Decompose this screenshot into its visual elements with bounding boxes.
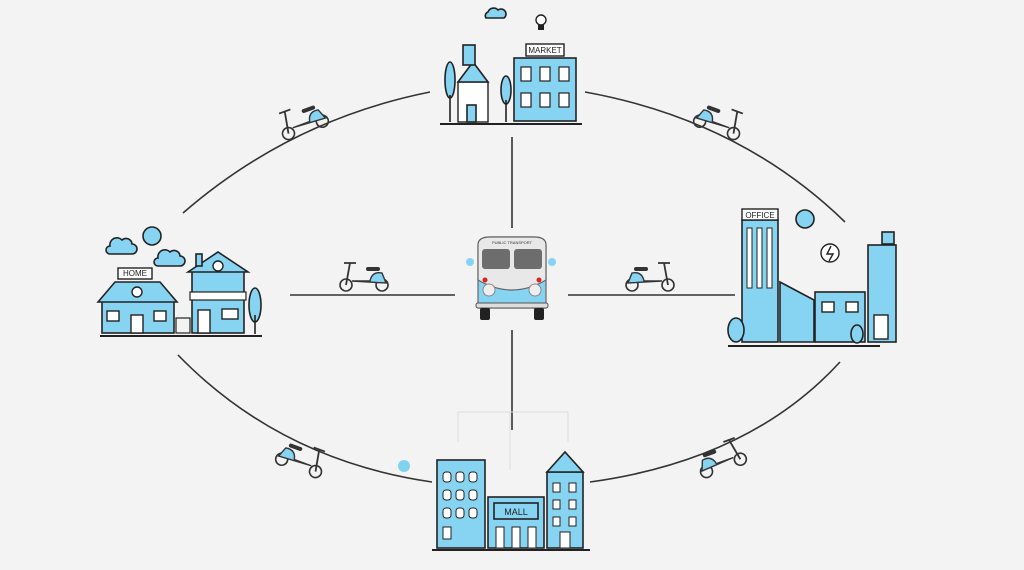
route-market-office xyxy=(584,91,846,223)
cloud-icon xyxy=(153,248,186,267)
lightning-icon xyxy=(820,243,840,263)
route-mall-office xyxy=(589,361,841,483)
lightbulb-icon xyxy=(535,14,547,26)
route-dot xyxy=(398,460,410,472)
bus-sign: PUBLIC TRANSPORT xyxy=(492,240,533,245)
tree-icon xyxy=(444,61,456,99)
route-lines xyxy=(177,91,846,483)
sun-icon xyxy=(795,209,815,229)
mall-label: MALL xyxy=(504,507,528,517)
sun-icon xyxy=(142,226,162,246)
office-sign xyxy=(741,208,779,221)
cloud-icon xyxy=(484,7,507,19)
scooter-icon xyxy=(692,435,749,481)
mall-district: MALL xyxy=(432,411,590,551)
tree-icon xyxy=(727,317,745,343)
scooter-icon xyxy=(625,262,675,292)
home-district: HOME xyxy=(96,226,262,337)
home-sign xyxy=(117,267,153,280)
tree-icon xyxy=(500,75,512,105)
scooter-icon xyxy=(339,262,389,292)
market-district: MARKET xyxy=(440,7,582,125)
route-home-market xyxy=(182,91,431,214)
home-label: HOME xyxy=(123,269,147,278)
public-transport-bus[interactable]: PUBLIC TRANSPORT xyxy=(466,236,556,320)
office-label: OFFICE xyxy=(745,211,774,220)
tree-icon xyxy=(850,324,864,344)
market-label: MARKET xyxy=(528,46,561,55)
office-district: OFFICE xyxy=(727,208,897,347)
route-home-mall xyxy=(177,354,433,483)
market-sign xyxy=(525,43,565,57)
cloud-icon xyxy=(105,236,138,255)
